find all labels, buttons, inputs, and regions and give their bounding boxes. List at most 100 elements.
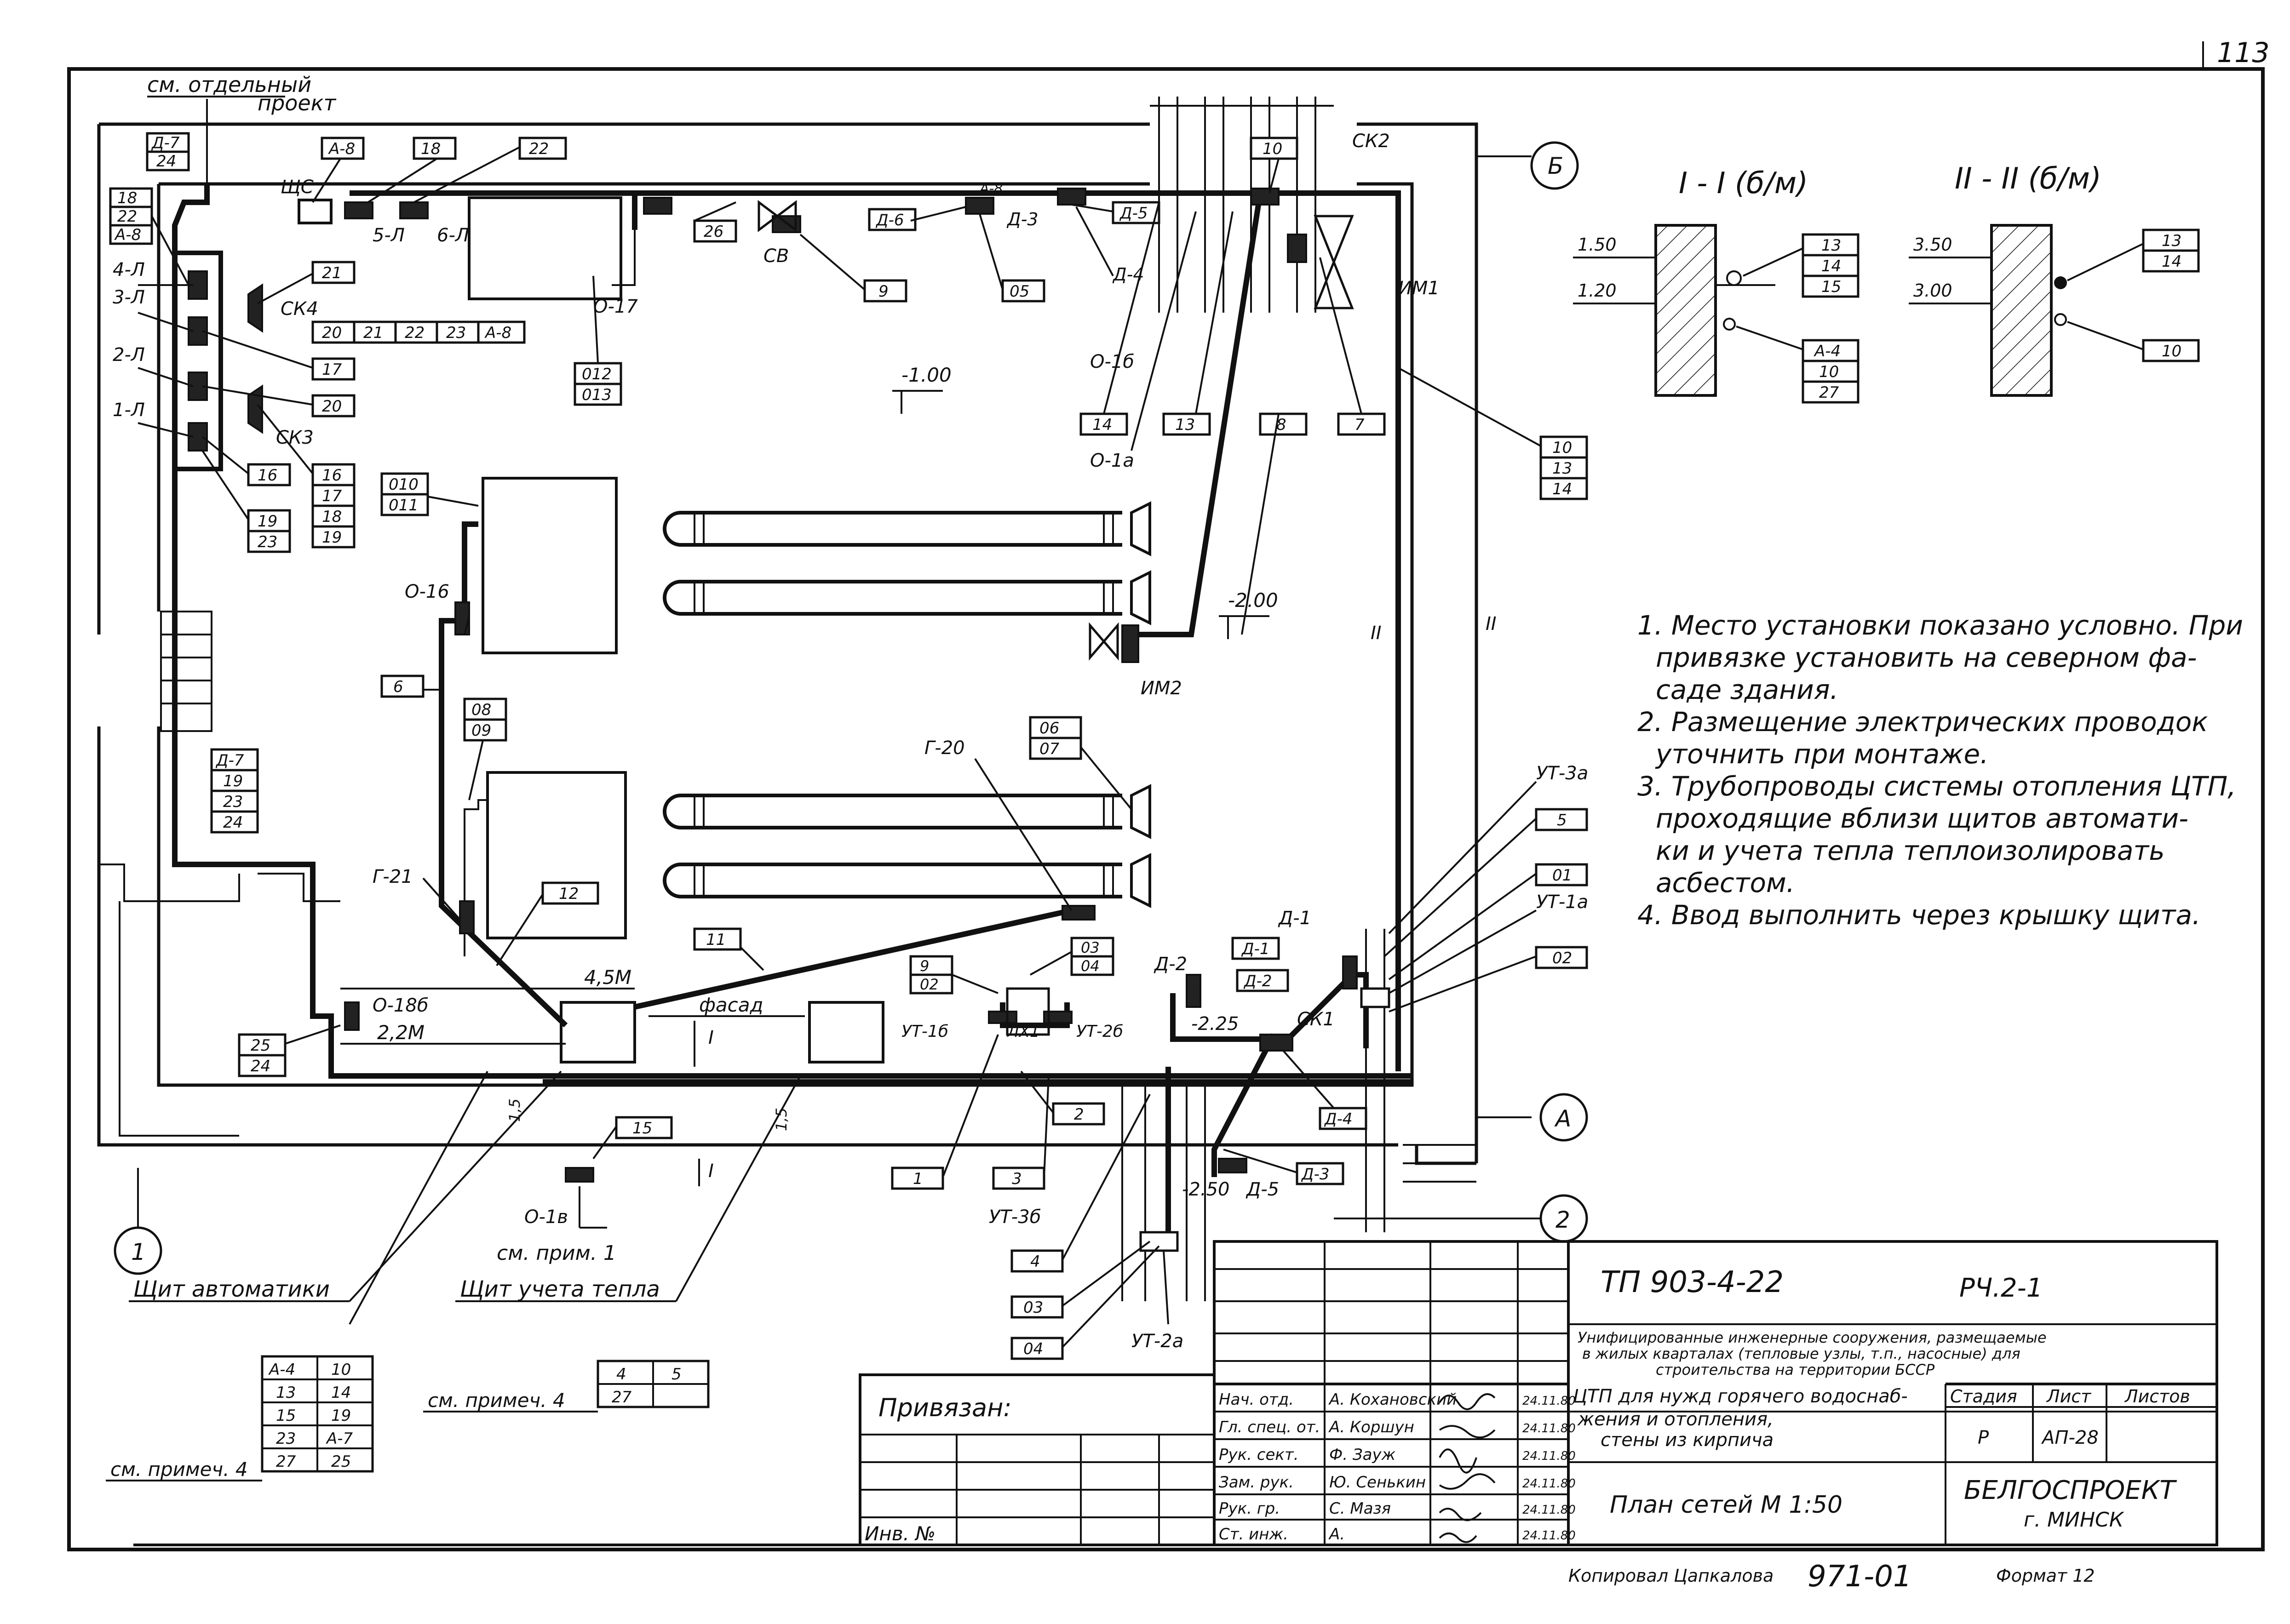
svg-text:3.00: 3.00 <box>1913 280 1952 301</box>
svg-text:Г-21: Г-21 <box>373 866 413 887</box>
see-note-4b: см. примеч. 4 <box>110 1458 248 1481</box>
svg-text:5-Л: 5-Л <box>373 225 405 246</box>
svg-text:22: 22 <box>117 207 137 226</box>
svg-text:ИМ2: ИМ2 <box>1141 678 1182 699</box>
svg-text:УТ-3б: УТ-3б <box>989 1207 1041 1228</box>
heater-1 <box>482 477 618 654</box>
svg-text:16: 16 <box>258 466 277 485</box>
svg-text:-1.00: -1.00 <box>901 364 952 386</box>
svg-text:24.11.80: 24.11.80 <box>1522 1529 1576 1543</box>
section-cut-marks: I I II II <box>694 613 1497 1186</box>
svg-text:03: 03 <box>1081 939 1100 956</box>
svg-text:6-Л: 6-Л <box>437 225 469 246</box>
svg-text:Рук. сект.: Рук. сект. <box>1219 1446 1299 1464</box>
svg-text:013: 013 <box>582 386 612 404</box>
inv-label: Инв. № <box>865 1522 936 1545</box>
svg-text:1-Л: 1-Л <box>113 400 145 421</box>
svg-text:Ст. инж.: Ст. инж. <box>1219 1525 1288 1544</box>
svg-text:012: 012 <box>582 365 612 383</box>
svg-text:08: 08 <box>471 701 491 719</box>
svg-text:14: 14 <box>1092 416 1112 434</box>
note-line-2: привязке установить на северном фа- <box>1656 642 2197 673</box>
note-line-3: саде здания. <box>1656 674 1838 705</box>
svg-text:Д-6: Д-6 <box>875 211 904 229</box>
title-block: ТП 903-4-22 РЧ.2-1 Унифицированные инжен… <box>133 1240 2218 1594</box>
sheet-part: РЧ.2-1 <box>1959 1273 2043 1303</box>
svg-text:С. Мазя: С. Мазя <box>1329 1499 1391 1518</box>
svg-text:15: 15 <box>632 1119 652 1138</box>
section-2-2: II - II (б/м) 3.50 3.00 13 14 10 <box>1909 162 2200 397</box>
svg-text:УТ-1а: УТ-1а <box>1536 892 1588 913</box>
drawing-name: План сетей М 1:50 <box>1610 1491 1842 1519</box>
see-note-4a: см. примеч. 4 <box>428 1389 565 1412</box>
bottom-left-table: А-4 10 13 14 15 19 23 А-7 27 25 <box>261 1355 374 1473</box>
svg-text:Унифицированные инженерные соо: Унифицированные инженерные сооружения, р… <box>1578 1329 2047 1346</box>
svg-text:А-8: А-8 <box>484 324 511 342</box>
svg-text:4: 4 <box>616 1365 626 1384</box>
svg-text:27: 27 <box>612 1388 632 1407</box>
note-line-4: 2. Размещение электрических проводок <box>1637 706 2208 738</box>
svg-text:А.: А. <box>1328 1525 1345 1544</box>
svg-text:13: 13 <box>276 1384 296 1402</box>
dimensions: 4,5М 2,2М фасад 1,5 1,5 <box>340 966 805 1131</box>
svg-text:9: 9 <box>920 957 929 975</box>
svg-text:23: 23 <box>258 533 277 551</box>
cable-ut2a <box>1159 1067 1171 1244</box>
svg-text:жения и отопления,: жения и отопления, <box>1577 1409 1773 1430</box>
svg-text:Г-20: Г-20 <box>924 738 965 759</box>
svg-text:5: 5 <box>1557 811 1567 829</box>
note-line-7: проходящие вблизи щитов автомати- <box>1656 803 2188 834</box>
panel-shs <box>298 199 333 224</box>
svg-text:3-Л: 3-Л <box>113 287 145 308</box>
main-cable-left <box>172 184 1412 1079</box>
svg-text:04: 04 <box>1081 957 1100 975</box>
svg-text:4-Л: 4-Л <box>113 259 145 280</box>
svg-text:18: 18 <box>117 189 137 207</box>
svg-text:23: 23 <box>276 1430 296 1448</box>
svg-text:2-Л: 2-Л <box>113 344 145 366</box>
svg-text:14: 14 <box>2162 252 2181 271</box>
svg-text:СК1: СК1 <box>1297 1009 1335 1030</box>
signatures <box>1439 1393 1496 1543</box>
svg-text:09: 09 <box>471 721 491 740</box>
svg-text:15: 15 <box>276 1407 296 1425</box>
bound-label: Привязан: <box>878 1393 1012 1422</box>
top-note-line1: см. отдельный <box>147 72 311 97</box>
svg-text:10: 10 <box>2162 342 2181 360</box>
svg-text:Нач. отд.: Нач. отд. <box>1219 1390 1294 1409</box>
note-line-1: 1. Место установки показано условно. При <box>1637 610 2243 641</box>
svg-text:Д-5: Д-5 <box>1119 204 1148 223</box>
svg-text:Б: Б <box>1548 153 1563 179</box>
svg-text:22: 22 <box>529 140 549 158</box>
svg-text:Д-3: Д-3 <box>1006 209 1039 229</box>
svg-text:О-16: О-16 <box>405 581 449 602</box>
svg-text:24.11.80: 24.11.80 <box>1522 1449 1576 1463</box>
svg-text:03: 03 <box>1023 1298 1043 1317</box>
svg-text:-2.25: -2.25 <box>1191 1013 1239 1035</box>
svg-text:4: 4 <box>1030 1252 1040 1271</box>
svg-text:А-4: А-4 <box>268 1361 295 1379</box>
svg-text:10: 10 <box>331 1361 351 1379</box>
stamp-number: 971-01 <box>1808 1560 1912 1594</box>
svg-text:24.11.80: 24.11.80 <box>1522 1503 1576 1517</box>
svg-text:14: 14 <box>1552 480 1572 498</box>
cable-11 <box>634 908 1090 1010</box>
svg-text:21: 21 <box>363 324 383 342</box>
shield-auto-label: Щит автоматики <box>133 1276 330 1302</box>
svg-text:9: 9 <box>878 282 889 301</box>
svg-text:А. Кохановский: А. Кохановский <box>1328 1390 1457 1409</box>
svg-text:22: 22 <box>405 324 425 342</box>
cable-heater1 <box>439 521 568 1028</box>
page-number: 113 <box>2217 37 2270 69</box>
svg-text:12: 12 <box>559 885 579 903</box>
svg-text:19: 19 <box>223 772 243 790</box>
svg-text:06: 06 <box>1039 719 1059 738</box>
svg-text:13: 13 <box>2162 232 2181 250</box>
svg-text:2,2М: 2,2М <box>377 1021 425 1044</box>
svg-text:Д-5: Д-5 <box>1245 1179 1279 1200</box>
svg-text:15: 15 <box>1821 278 1841 296</box>
heat-exchanger-1 <box>663 501 1151 556</box>
svg-text:Ф. Зауж: Ф. Зауж <box>1329 1446 1396 1464</box>
tank-top <box>468 196 622 300</box>
small-table: 4 5 27 <box>597 1360 710 1408</box>
